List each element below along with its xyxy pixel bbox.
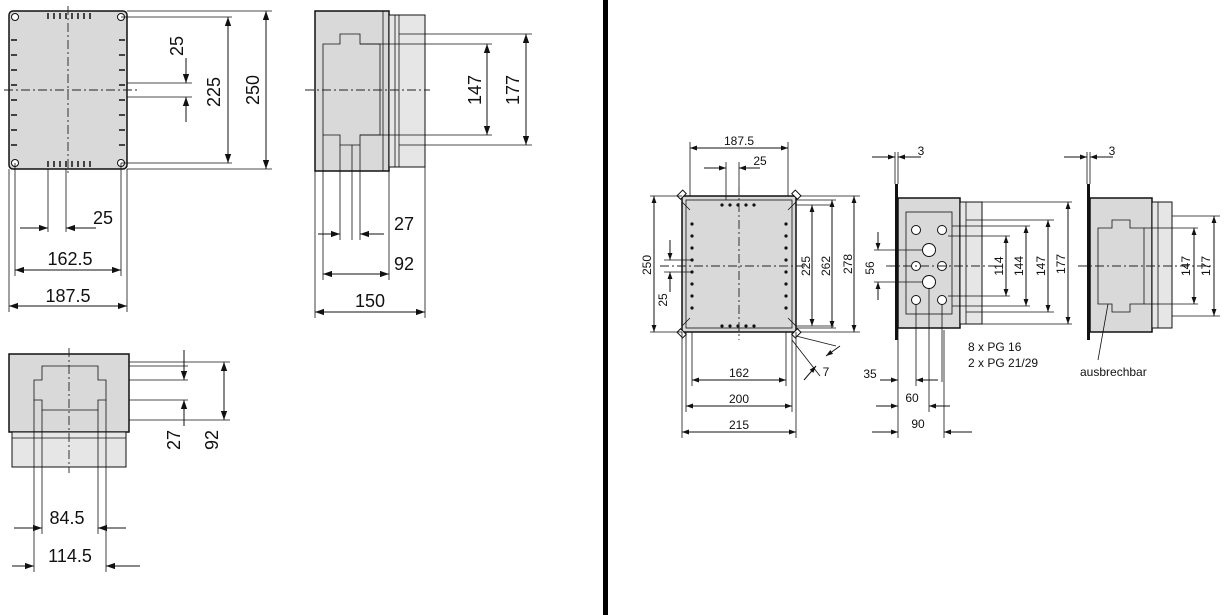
dim-25-bottom: 25 — [93, 208, 113, 228]
left-bottom-view: 27 92 84.5 114.5 — [8, 348, 230, 572]
dim-250: 250 — [243, 75, 263, 105]
wall-plate — [1087, 184, 1090, 340]
dim-25-left: 25 — [656, 293, 670, 307]
dim-177: 177 — [503, 75, 523, 105]
dim-150: 150 — [355, 291, 385, 311]
dim-147: 147 — [1034, 256, 1048, 276]
dim-3: 3 — [918, 144, 925, 158]
dim-187-5: 187.5 — [724, 134, 754, 148]
dim-144: 144 — [1012, 256, 1026, 276]
rail-marks — [11, 13, 125, 167]
dim-27: 27 — [394, 214, 414, 234]
panel-divider — [603, 0, 608, 615]
right-gland-view: 3 56 114 144 147 177 8 x PG 16 2 x PG 21… — [863, 144, 1072, 438]
enclosure-lid — [388, 14, 426, 168]
dim-56: 56 — [863, 261, 877, 275]
dim-114: 114 — [992, 256, 1006, 275]
right-front-view: 187.5 25 250 25 225 262 278 — [640, 134, 860, 438]
dim-7: 7 — [823, 365, 830, 379]
dim-90: 90 — [911, 417, 925, 431]
dim-84-5: 84.5 — [49, 508, 84, 528]
dim-114-5: 114.5 — [48, 546, 92, 566]
enclosure-lid — [959, 201, 983, 325]
enclosure-lid — [1151, 201, 1173, 329]
dim-162: 162 — [729, 366, 749, 380]
knockout-label: ausbrechbar — [1080, 365, 1147, 379]
dim-27: 27 — [164, 430, 184, 450]
right-side-view: 3 147 177 ausbrechbar — [1064, 144, 1220, 379]
dim-262: 262 — [819, 256, 833, 276]
dim-147: 147 — [465, 75, 485, 105]
left-side-view: 147 177 27 92 150 — [305, 10, 532, 318]
dim-35: 35 — [863, 367, 877, 381]
dim-92: 92 — [394, 254, 414, 274]
dim-250: 250 — [640, 255, 654, 275]
gland-note-pg16: 8 x PG 16 — [968, 340, 1022, 354]
dim-278: 278 — [841, 254, 855, 274]
dim-177: 177 — [1054, 254, 1068, 274]
dim-225: 225 — [204, 77, 224, 107]
wall-plate — [895, 184, 898, 340]
dim-187-5: 187.5 — [45, 286, 90, 306]
screw-hole — [11, 13, 19, 21]
dim-60: 60 — [905, 391, 919, 405]
dim-215: 215 — [729, 418, 749, 432]
dim-3: 3 — [1109, 144, 1116, 158]
left-front-view: 25 225 250 25 162.5 187.5 — [4, 6, 272, 312]
enclosure-body — [314, 10, 390, 172]
dim-25: 25 — [167, 36, 187, 56]
gland-note-pg21: 2 x PG 21/29 — [968, 356, 1038, 370]
dim-147: 147 — [1179, 256, 1193, 276]
dim-225: 225 — [799, 256, 813, 276]
dim-200: 200 — [729, 392, 749, 406]
dim-177: 177 — [1199, 256, 1213, 276]
dim-162-5: 162.5 — [47, 249, 92, 269]
fixing-dots — [690, 203, 788, 328]
dim-92: 92 — [202, 430, 222, 450]
dim-25-top: 25 — [753, 154, 767, 168]
